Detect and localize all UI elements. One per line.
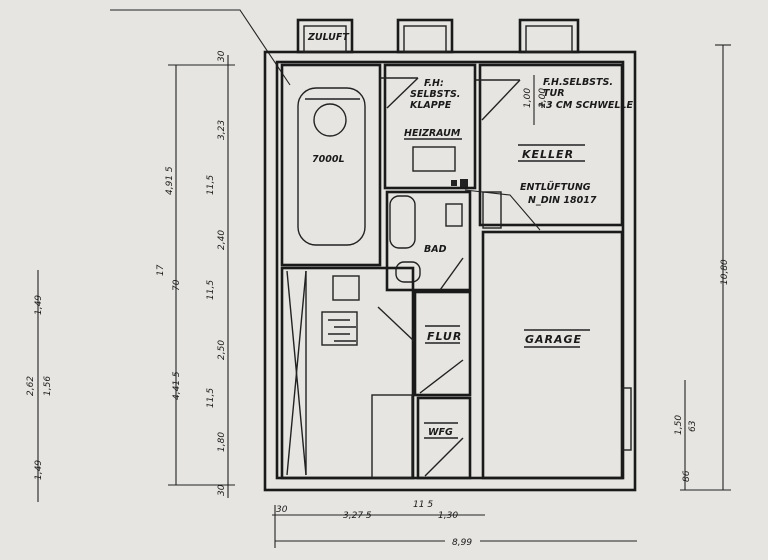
garage: GARAGE bbox=[481, 230, 632, 480]
dim-label: 1,49 bbox=[34, 295, 44, 315]
dimension-left-outer: 1,49 2,62 1,56 1,49 bbox=[26, 270, 53, 502]
bad: BAD bbox=[385, 190, 472, 292]
dim-label: 3,27 5 bbox=[343, 511, 372, 521]
heizraum-note: SELBSTS. bbox=[410, 89, 460, 100]
dim-label: 1,49 bbox=[34, 460, 44, 480]
keller-note: +3 CM SCHWELLE bbox=[538, 100, 633, 111]
dim-label: 8,99 bbox=[452, 538, 472, 548]
door-dim: 2,00 bbox=[538, 88, 548, 108]
dimension-right: 10,80 1,50 63 86 bbox=[674, 44, 731, 491]
dim-label: 4,91 5 bbox=[165, 166, 175, 195]
dimension-left-middle: 4,91 5 17 70 4,41 5 bbox=[156, 65, 182, 485]
dim-label: 4,41 5 bbox=[172, 371, 182, 400]
dim-label: 1,30 bbox=[438, 511, 458, 521]
ventilation-note: N_DIN 18017 bbox=[528, 195, 597, 206]
keller-note: F.H.SELBSTS. bbox=[543, 77, 613, 88]
flur: FLUR bbox=[413, 290, 472, 397]
tank-room: 7000L bbox=[280, 63, 382, 267]
heizraum-label: HEIZRAUM bbox=[404, 128, 461, 139]
tank-label: 7000L bbox=[312, 154, 345, 165]
bad-label: BAD bbox=[424, 244, 447, 255]
wfg-label: WFG bbox=[428, 427, 453, 438]
outer-walls bbox=[263, 50, 637, 492]
heizraum-note: F.H: bbox=[424, 78, 444, 89]
dim-label: 1,56 bbox=[43, 376, 53, 396]
dim-label: 3,23 bbox=[217, 120, 227, 140]
dim-label: 30 bbox=[276, 505, 288, 515]
wfg: WFG bbox=[416, 396, 472, 480]
dim-label: 11,5 bbox=[206, 388, 216, 408]
storage-room bbox=[280, 266, 416, 480]
dim-label: 70 bbox=[172, 279, 182, 291]
dim-label: 11,5 bbox=[206, 280, 216, 300]
keller-note: TUR bbox=[543, 88, 565, 99]
leader-line bbox=[110, 9, 291, 86]
zuluft-label: ZULUFT bbox=[307, 32, 350, 43]
heizraum: F.H: SELBSTS. KLAPPE HEIZRAUM bbox=[380, 63, 477, 190]
dim-label: 30 bbox=[217, 484, 227, 496]
door-dim: 1,00 bbox=[523, 88, 533, 108]
dim-label: 1,50 bbox=[674, 415, 684, 435]
dim-label: 11,5 bbox=[206, 175, 216, 195]
keller: 1,00 2,00 F.H.SELBSTS. TUR +3 CM SCHWELL… bbox=[464, 63, 633, 231]
dimension-bottom: 30 3,27 5 11 5 1,30 8,99 bbox=[272, 500, 637, 548]
dim-label: 2,62 bbox=[26, 376, 36, 396]
dim-label: 11 5 bbox=[413, 500, 433, 510]
heizraum-note: KLAPPE bbox=[410, 100, 452, 111]
ventilation-note: ENTLÜFTUNG bbox=[520, 182, 591, 193]
dim-label: 17 bbox=[156, 264, 166, 276]
dim-label: 2,50 bbox=[217, 340, 227, 360]
dim-label: 30 bbox=[217, 50, 227, 62]
dim-label: 86 bbox=[682, 470, 692, 482]
keller-label: KELLER bbox=[522, 148, 574, 161]
dim-label: 10,80 bbox=[720, 259, 730, 285]
dim-label: 63 bbox=[688, 420, 698, 432]
light-shafts: ZULUFT bbox=[296, 18, 580, 54]
dimension-left-inner: 30 3,23 11,5 2,40 11,5 2,50 11,5 1,80 30 bbox=[168, 50, 235, 498]
dim-label: 2,40 bbox=[217, 230, 227, 250]
flur-label: FLUR bbox=[427, 330, 462, 343]
dim-label: 1,80 bbox=[217, 432, 227, 452]
garage-label: GARAGE bbox=[525, 333, 582, 346]
